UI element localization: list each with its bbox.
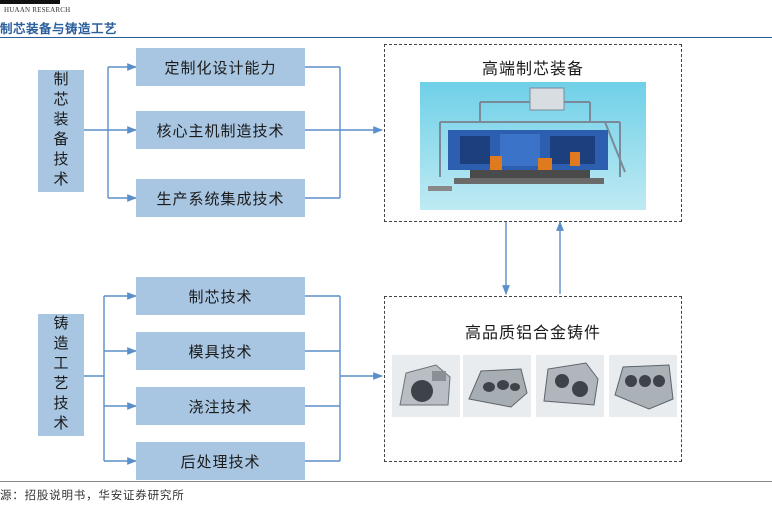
bottom-item-2: 模具技术: [136, 332, 305, 370]
bottom-item-2-label: 模具技术: [188, 342, 253, 361]
equipment-panel-title: 高端制芯装备: [481, 59, 584, 78]
equipment-panel: 高端制芯装备: [384, 44, 682, 222]
top-item-1-label: 定制化设计能力: [164, 58, 277, 77]
bottom-group-label-box: 铸造工艺技术: [38, 314, 84, 436]
header-divider: [0, 37, 772, 38]
top-item-3-label: 生产系统集成技术: [156, 189, 285, 208]
top-item-3: 生产系统集成技术: [136, 179, 305, 217]
casting-image-1: [392, 355, 460, 417]
bottom-item-3-label: 浇注技术: [188, 397, 253, 416]
bottom-group-label: 铸造工艺技术: [51, 315, 70, 435]
equipment-image: [420, 82, 646, 210]
bottom-item-1: 制芯技术: [136, 277, 305, 315]
bottom-item-4-label: 后处理技术: [180, 452, 261, 471]
casting-image-3: [536, 355, 604, 417]
top-item-1: 定制化设计能力: [136, 48, 305, 86]
footer-divider: [0, 481, 772, 482]
top-group-label: 制芯装备技术: [51, 71, 70, 191]
bottom-item-1-label: 制芯技术: [188, 287, 253, 306]
casting-image-4: [609, 355, 677, 417]
top-item-2-label: 核心主机制造技术: [156, 121, 285, 140]
bottom-item-3: 浇注技术: [136, 387, 305, 425]
castings-panel-title: 高品质铝合金铸件: [464, 323, 601, 342]
casting-image-2: [463, 355, 531, 417]
source-note: 源：招股说明书，华安证券研究所: [0, 488, 185, 502]
castings-panel: 高品质铝合金铸件: [384, 296, 682, 462]
top-group-label-box: 制芯装备技术: [38, 70, 84, 192]
figure-title: 制芯装备与铸造工艺: [0, 21, 118, 36]
logo-text: HUAAN RESEARCH: [4, 6, 71, 14]
logo-bar: [0, 0, 60, 4]
bottom-item-4: 后处理技术: [136, 442, 305, 480]
top-item-2: 核心主机制造技术: [136, 111, 305, 149]
